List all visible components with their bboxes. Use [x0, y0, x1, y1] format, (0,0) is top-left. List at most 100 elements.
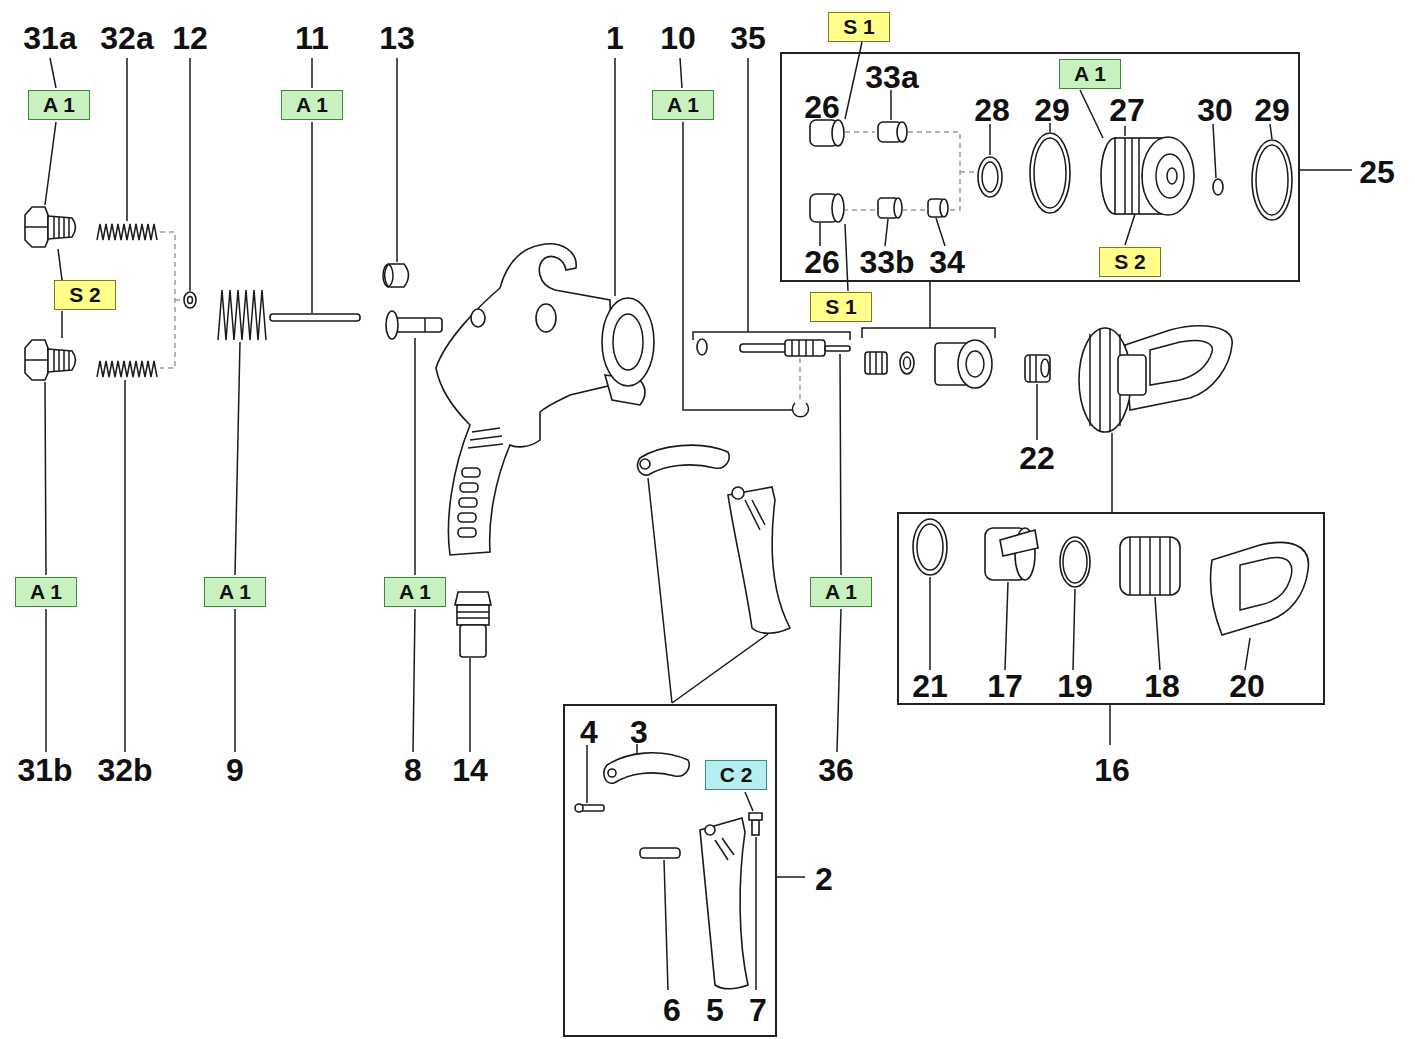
gun-body-shape: [436, 244, 612, 555]
kit-25-parts-shape: [982, 162, 998, 192]
trigger-parts-shape: [638, 445, 730, 475]
small-parts-shape: [25, 340, 76, 380]
badge-code: S 2: [1114, 250, 1146, 273]
tip-guard-assembly-shape: [1118, 355, 1146, 395]
small-parts-shape: [270, 314, 360, 321]
callout-number: 35: [730, 22, 766, 54]
code-badge: S 2: [54, 280, 116, 310]
kit-16-parts-shape: [1130, 537, 1170, 595]
gun-body-shape: [613, 314, 643, 370]
kit-16-parts-shape: [1210, 542, 1308, 635]
callout-number: 4: [580, 716, 598, 748]
callout-number: 8: [404, 754, 422, 786]
valve-parts-shape: [697, 339, 707, 355]
trigger-parts-shape: [728, 487, 790, 633]
seat-parts-shape: [870, 352, 882, 374]
badge-code: A 1: [1074, 62, 1106, 85]
badge-code: A 1: [296, 93, 328, 116]
code-badge: A 1: [204, 577, 266, 607]
callout-number: 31b: [17, 754, 72, 786]
kit-25-parts-shape: [978, 157, 1002, 197]
gun-body-shape: [458, 528, 476, 537]
valve-parts-shape: [799, 358, 801, 400]
callout-number: 22: [1019, 442, 1055, 474]
callout-number: 28: [974, 94, 1010, 126]
callout-number: 33a: [865, 61, 918, 93]
seat-parts-shape: [1041, 359, 1049, 377]
code-badge: C 2: [705, 760, 768, 790]
callout-number: 10: [660, 22, 696, 54]
kit-2-parts-shape: [705, 825, 715, 835]
kit-2-parts-shape: [752, 820, 759, 835]
gun-body-shape: [459, 498, 477, 507]
leader-lines-shape: [587, 478, 805, 990]
seat-parts-shape: [1030, 355, 1036, 382]
code-badge: A 1: [652, 90, 714, 120]
kit-2-parts-shape: [715, 838, 734, 860]
trigger-parts-shape: [745, 500, 765, 530]
badge-code: A 1: [399, 580, 431, 603]
leader-lines-shape: [45, 58, 850, 410]
badge-code: S 2: [69, 283, 101, 306]
kit-25-parts-shape: [1034, 138, 1066, 208]
seat-parts-shape: [958, 340, 992, 388]
kit-25-parts-shape: [1030, 133, 1070, 213]
small-parts-shape: [383, 265, 393, 287]
code-badge: A 1: [15, 577, 77, 607]
code-badge: A 1: [281, 90, 343, 120]
kit-2-parts-shape: [608, 769, 616, 777]
callout-number: 17: [987, 670, 1023, 702]
kit-16-parts-shape: [1120, 537, 1180, 595]
callout-number: 36: [818, 754, 854, 786]
small-parts-shape: [392, 318, 442, 332]
callout-number: 29: [1254, 94, 1290, 126]
small-parts-shape: [184, 292, 196, 308]
badge-code: A 1: [667, 93, 699, 116]
kit-2-parts-shape: [640, 848, 680, 858]
code-badge: S 1: [828, 12, 890, 42]
leader-lines-shape: [160, 232, 183, 368]
kit-25-parts-shape: [1142, 137, 1194, 215]
callout-number: 1: [606, 22, 624, 54]
gun-body-shape: [602, 298, 654, 386]
callout-number: 32b: [97, 754, 152, 786]
kit-16-parts-shape: [1240, 557, 1292, 610]
gun-body-shape: [458, 513, 476, 522]
valve-parts-shape: [793, 403, 809, 417]
valve-parts-shape: [740, 344, 790, 352]
kit-25-parts-shape: [1156, 154, 1184, 198]
small-parts-shape: [97, 361, 157, 377]
kit-16-parts-shape: [913, 519, 947, 575]
kit-16-parts-shape: [1060, 537, 1090, 587]
gun-body-shape: [468, 428, 503, 448]
callout-number: 2: [815, 863, 833, 895]
kit-16-parts-shape: [1063, 541, 1087, 583]
kit-16-parts-shape: [1000, 530, 1038, 556]
kit-2-parts-shape: [604, 753, 689, 783]
tip-guard-assembly-shape: [1150, 340, 1212, 385]
small-parts-shape: [424, 318, 426, 332]
callout-number: 19: [1057, 670, 1093, 702]
group-box: 211719182016: [897, 512, 1325, 705]
callout-number: 6: [663, 994, 681, 1026]
kit-25-parts: [810, 120, 1292, 222]
small-parts-shape: [457, 612, 489, 618]
callout-number: 16: [1094, 754, 1130, 786]
small-parts-shape: [386, 311, 398, 339]
kit-25-parts-shape: [832, 194, 844, 222]
badge-code: A 1: [825, 580, 857, 603]
kit-25-parts-shape: [940, 199, 948, 217]
badge-code: C 2: [720, 763, 753, 786]
kit-2-parts-shape: [575, 804, 583, 812]
tip-guard-assembly-shape: [1090, 329, 1120, 431]
code-badge: A 1: [1059, 59, 1121, 89]
leader-lines-shape: [45, 338, 1037, 752]
small-parts-shape: [218, 290, 266, 340]
small-parts-shape: [455, 592, 491, 605]
callout-number: 21: [912, 670, 948, 702]
code-badge: A 1: [810, 577, 872, 607]
gun-body-shape: [462, 468, 480, 477]
kit-25-parts-shape: [1125, 138, 1139, 214]
